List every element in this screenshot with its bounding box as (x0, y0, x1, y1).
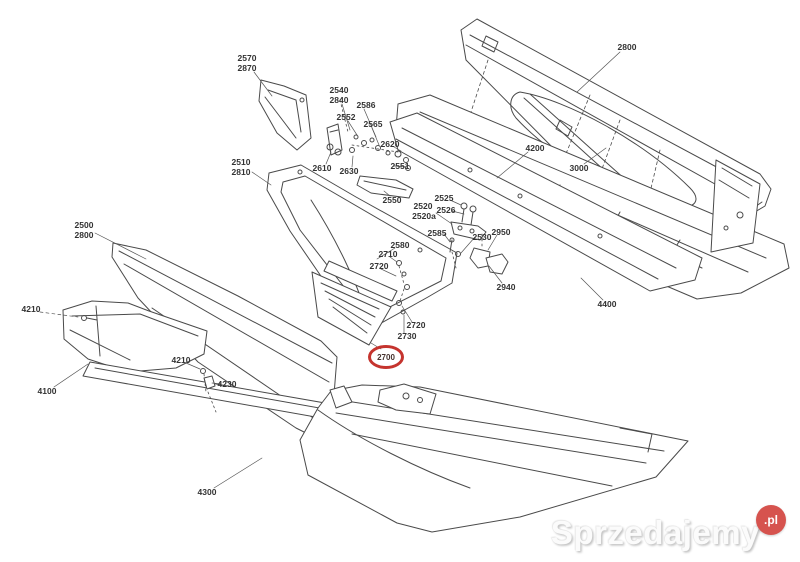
part-outline-bumper-4100 (62, 300, 208, 373)
part-outline-bottompanel-4300 (299, 383, 689, 533)
highlight-circle-2700: 2700 (368, 345, 404, 369)
part-outline-arm-2550 (356, 175, 414, 199)
part-label-2950: 2950 (491, 226, 511, 237)
part-label-4230: 4230 (217, 378, 237, 389)
part-label-2526: 2526 (436, 204, 456, 215)
part-label-2500: 2500 (74, 219, 94, 230)
part-label-4100: 4100 (37, 385, 57, 396)
part-label-2570: 2570 (237, 52, 257, 63)
part-label-2630: 2630 (339, 165, 359, 176)
part-label-2550: 2550 (382, 194, 402, 205)
part-outline-bracket-2570 (258, 79, 312, 151)
part-label-2940: 2940 (496, 281, 516, 292)
watermark-sprzedajemy: Sprzedajemy .pl (550, 505, 786, 552)
hardware-cluster-vent (396, 260, 410, 315)
part-label-2810: 2810 (231, 166, 251, 177)
part-label-2700: 2700 (377, 352, 395, 362)
part-label-2565: 2565 (363, 118, 383, 129)
part-label-2540: 2540 (329, 84, 349, 95)
part-label-2510: 2510 (231, 156, 251, 167)
hardware-cluster-top (326, 99, 411, 171)
part-label-2840: 2840 (329, 94, 349, 105)
part-label-2551: 2551 (390, 160, 410, 171)
part-label-2720-b: 2720 (406, 319, 426, 330)
part-label-2710: 2710 (378, 248, 398, 259)
watermark-text: Sprzedajemy (550, 514, 760, 551)
part-outline-vent-2700 (311, 260, 398, 346)
part-label-2520: 2520 (413, 200, 433, 211)
part-outline-board-4200 (389, 112, 703, 292)
part-label-3000: 3000 (569, 162, 589, 173)
part-label-2520a: 2520a (412, 210, 436, 221)
part-label-2620: 2620 (380, 138, 400, 149)
part-label-2586: 2586 (356, 99, 376, 110)
part-outline-frame-2510 (266, 164, 458, 332)
part-label-2530: 2530 (472, 231, 492, 242)
part-label-2720: 2720 (369, 260, 389, 271)
watermark-pl-badge: .pl (756, 505, 786, 535)
hardware-cluster-latch (449, 202, 487, 269)
part-label-4400: 4400 (597, 298, 617, 309)
part-label-4300: 4300 (197, 486, 217, 497)
part-label-4210: 4210 (21, 303, 41, 314)
part-label-4210-b: 4210 (171, 354, 191, 365)
part-label-2580: 2580 (390, 239, 410, 250)
part-label-4200: 4200 (525, 142, 545, 153)
hardware-cluster-bottom (81, 315, 217, 413)
part-label-2730: 2730 (397, 330, 417, 341)
part-label-2870: 2870 (237, 62, 257, 73)
part-label-2800: 2800 (617, 41, 637, 52)
leader-lines (39, 51, 621, 489)
part-label-2552: 2552 (336, 111, 356, 122)
part-label-2585: 2585 (427, 227, 447, 238)
part-label-2525: 2525 (434, 192, 454, 203)
part-label-2610: 2610 (312, 162, 332, 173)
part-label-2800-left: 2800 (74, 229, 94, 240)
